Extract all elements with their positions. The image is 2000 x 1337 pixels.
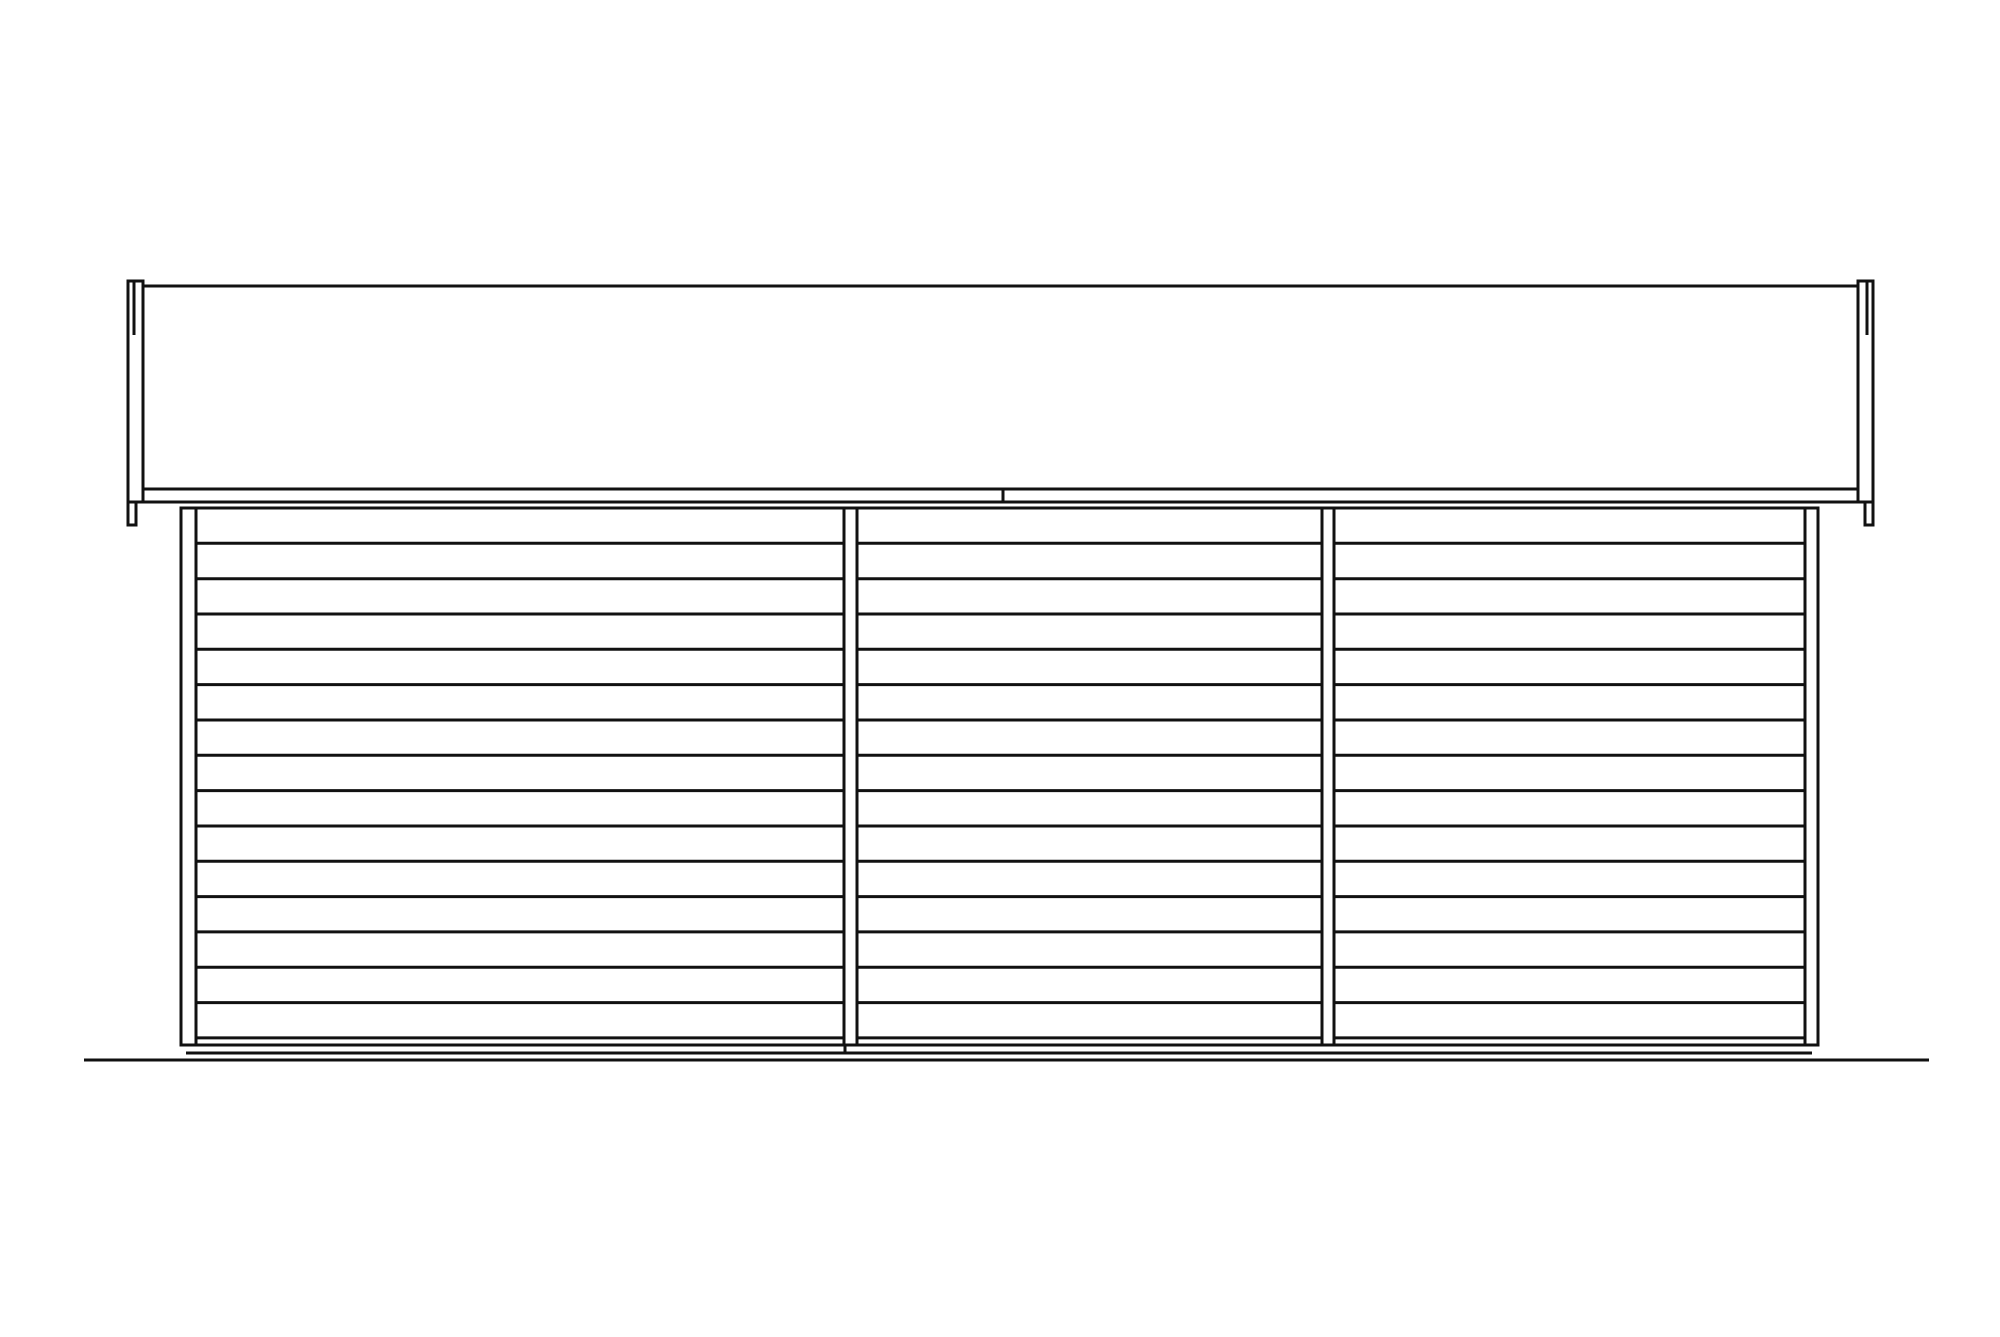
corner-post-right bbox=[1805, 508, 1818, 1045]
roof bbox=[128, 281, 1873, 525]
gutter-bracket-right bbox=[1865, 489, 1873, 525]
corner-posts bbox=[181, 508, 1818, 1045]
corner-post-left bbox=[181, 508, 196, 1045]
wall-post bbox=[844, 508, 857, 1045]
gutter-bracket-left bbox=[128, 489, 136, 525]
roof-fascia bbox=[143, 286, 1858, 489]
roof-eave-board bbox=[143, 489, 1858, 502]
wall bbox=[181, 508, 1818, 1053]
wall-boards bbox=[196, 543, 1805, 1038]
wall-post bbox=[1322, 508, 1334, 1045]
